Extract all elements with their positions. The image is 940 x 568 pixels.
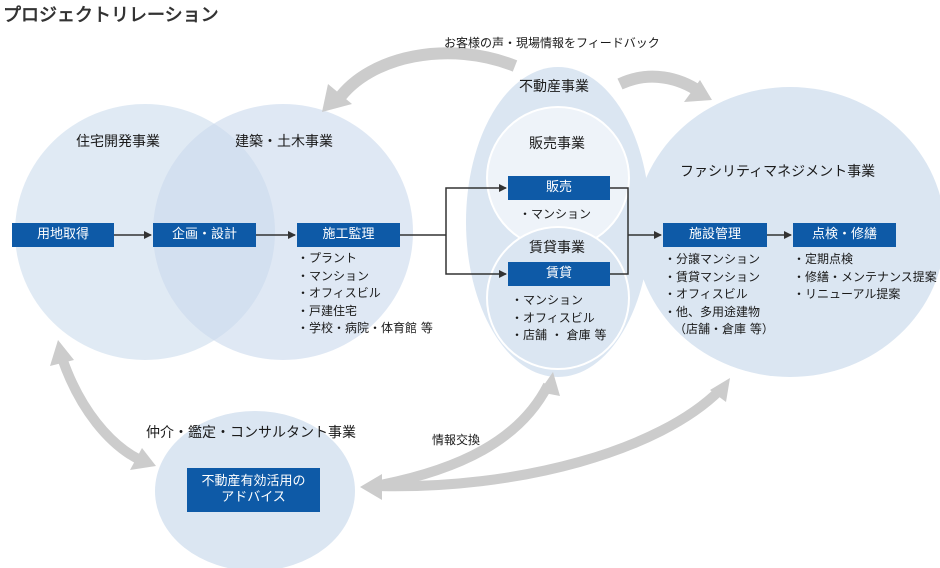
list-item: ・修繕・メンテナンス提案 <box>793 269 937 284</box>
sales-label: 販売事業 <box>529 136 585 152</box>
housing-brokerage-arrow <box>57 356 143 465</box>
feedback-label: お客様の声・現場情報をフィードバック <box>444 36 660 50</box>
rental-list: ・マンション ・オフィスビル ・店舗 ・ 倉庫 等 <box>511 292 606 345</box>
supervision-list: ・プラント ・マンション ・オフィスビル ・戸建住宅 ・学校・病院・体育館 等 <box>297 250 433 338</box>
facility-mgmt-box: 施設管理 <box>663 223 767 247</box>
inspection-list: ・定期点検 ・修繕・メンテナンス提案 ・リニューアル提案 <box>793 251 937 304</box>
info-exchange-arrow-facility <box>374 386 724 492</box>
list-item: ・リニューアル提案 <box>793 287 901 301</box>
construction-label: 建築・土木事業 <box>235 134 333 150</box>
rental-label: 賃貸事業 <box>529 240 585 256</box>
supervision-box: 施工監理 <box>297 223 400 247</box>
advice-line-1: 不動産有効活用の <box>201 474 306 489</box>
connector-sales-out <box>610 187 629 235</box>
list-item: ・定期点検 <box>793 252 854 266</box>
list-item: ・戸建住宅 <box>297 303 358 318</box>
construction-circle <box>153 104 413 360</box>
arrow-to-sales <box>445 184 507 235</box>
facility-label: ファシリティマネジメント事業 <box>680 164 876 180</box>
feedback-arrow-left-head <box>322 84 352 112</box>
list-item: ・分譲マンション <box>664 252 761 266</box>
planning-box: 企画・設計 <box>153 223 256 247</box>
list-item: ・店舗 ・ 倉庫 等 <box>511 328 607 342</box>
housing-label: 住宅開発事業 <box>76 134 160 150</box>
list-item: ・マンション <box>297 268 370 283</box>
realestate-label: 不動産事業 <box>519 79 589 95</box>
advice-box: 不動産有効活用の アドバイス <box>187 468 320 512</box>
info-exchange-arrow-head-left <box>360 474 382 500</box>
feedback-arrow-left <box>333 47 518 104</box>
list-item: ・賃貸マンション <box>664 269 761 284</box>
list-item: ・オフィスビル <box>297 286 381 300</box>
list-item: ・マンション <box>511 293 584 307</box>
page-title: プロジェクトリレーション <box>3 5 219 26</box>
brokerage-label: 仲介・鑑定・コンサルタント事業 <box>146 425 356 441</box>
list-item: ・プラント <box>297 251 358 265</box>
connector-rental-out <box>610 235 629 275</box>
info-exchange-arrow-head-facility <box>710 378 730 402</box>
sales-list: ・マンション <box>519 206 591 224</box>
list-item: （店舗・倉庫 等） <box>674 322 774 336</box>
list-item: ・他、多用途建物 <box>664 304 761 319</box>
advice-line-2: アドバイス <box>221 490 286 505</box>
feedback-arrow-right <box>617 70 704 98</box>
sales-box: 販売 <box>508 176 610 200</box>
facility-list: ・分譲マンション ・賃貸マンション ・オフィスビル ・他、多用途建物 （店舗・倉… <box>664 251 774 339</box>
rental-box: 賃貸 <box>508 262 610 286</box>
inspection-box: 点検・修繕 <box>793 223 896 247</box>
list-item: ・オフィスビル <box>511 310 595 325</box>
land-box: 用地取得 <box>12 223 114 247</box>
info-exchange-arrow-realestate <box>374 382 553 491</box>
list-item: ・オフィスビル <box>664 287 748 301</box>
info-exchange-label: 情報交換 <box>432 433 481 447</box>
feedback-arrow-right-head <box>684 80 712 102</box>
list-item: ・マンション <box>519 207 592 221</box>
info-exchange-arrow-head-realestate <box>539 372 560 396</box>
housing-brokerage-arrow-head-top <box>50 340 74 366</box>
housing-brokerage-arrow-head-bottom <box>130 448 156 470</box>
list-item: ・学校・病院・体育館 等 <box>297 321 433 335</box>
arrow-to-rental <box>445 235 507 278</box>
